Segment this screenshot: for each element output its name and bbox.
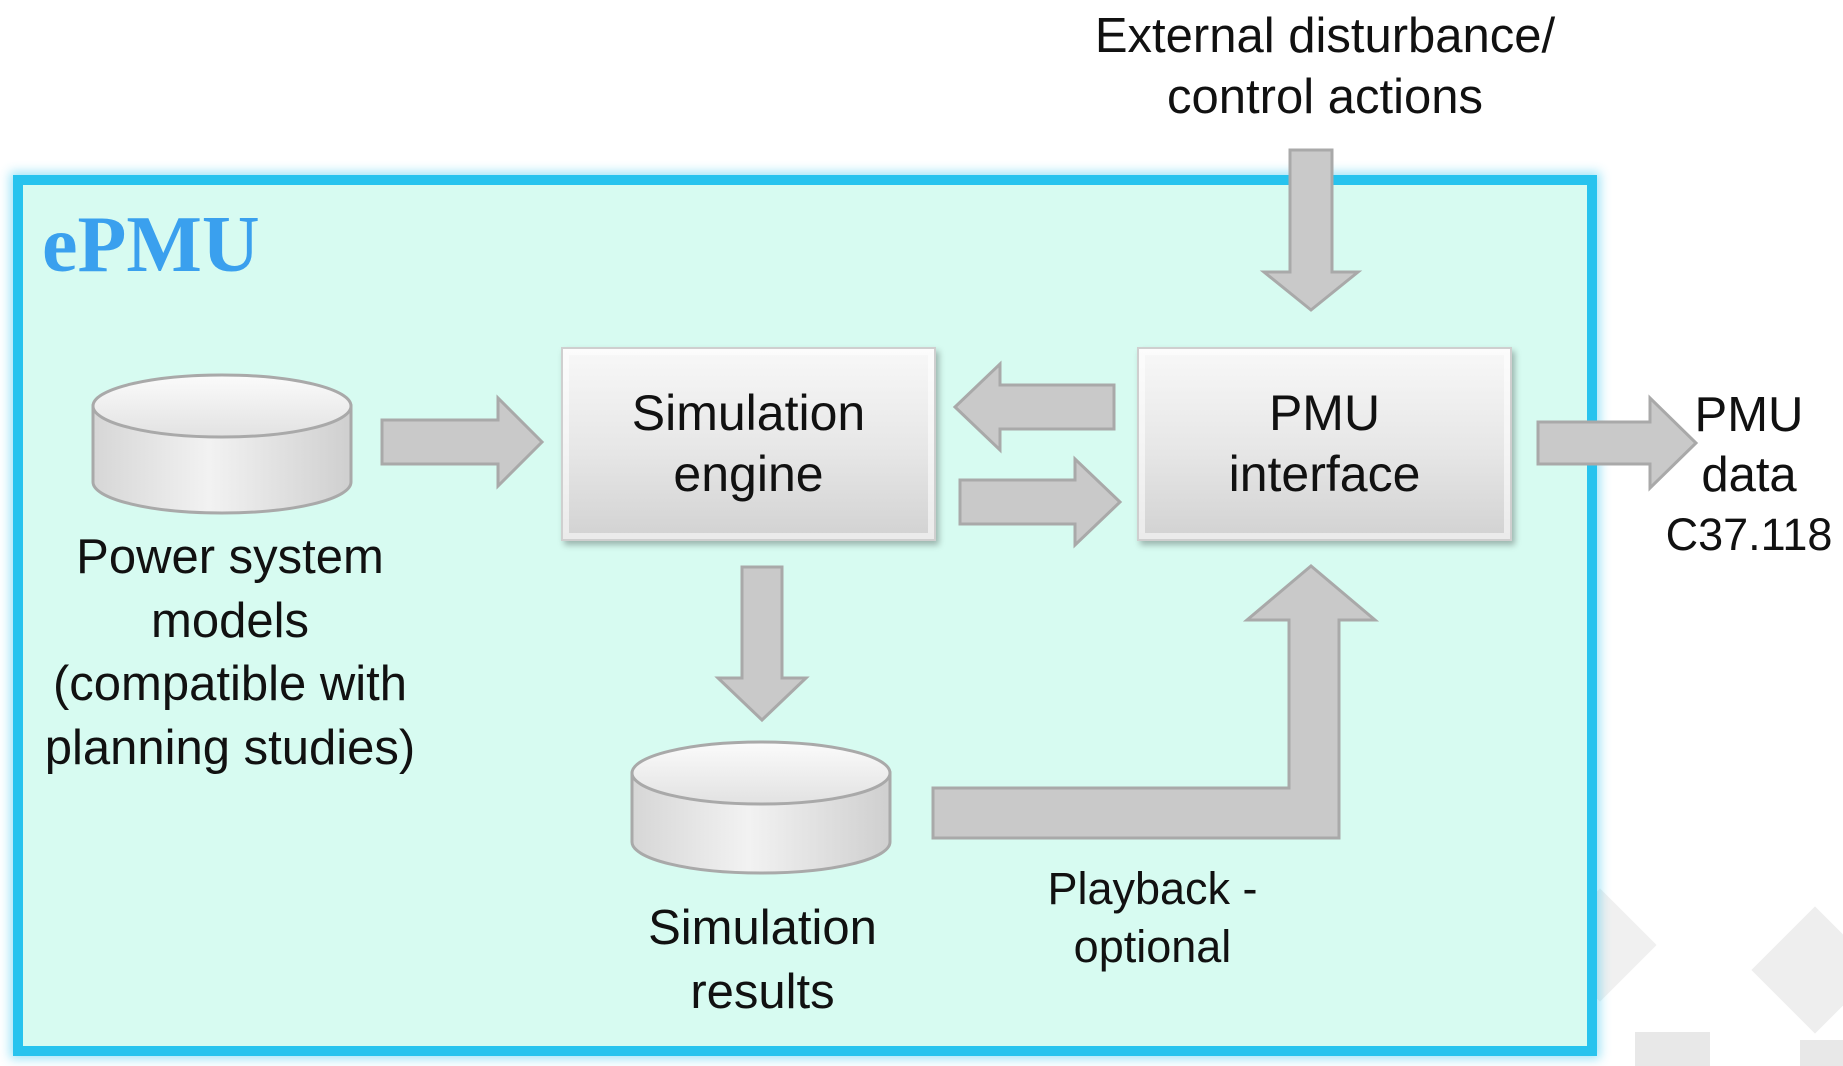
simulation-engine-label-line1: Simulation (631, 385, 866, 441)
models-line4: planning studies) (44, 721, 416, 776)
external-input-line1: External disturbance/ (1094, 9, 1556, 63)
simulation-engine-block: Simulation engine (561, 347, 936, 541)
output-protocol: C37.118 (1665, 508, 1833, 560)
models-line1: Power system (76, 530, 384, 584)
external-input-label: External disturbance/ control actions (1040, 6, 1610, 129)
epmu-title: ePMU (42, 201, 260, 289)
simulation-engine-label-line2: engine (673, 446, 824, 502)
playback-line2: optional (1073, 920, 1232, 972)
decor-square (1800, 1040, 1843, 1066)
pmu-interface-label-line2: interface (1228, 446, 1421, 502)
playback-label: Playback - optional (1000, 860, 1305, 975)
arrow-engine-to-interface (958, 455, 1123, 549)
database-icon (91, 373, 353, 515)
arrow-engine-to-results (714, 565, 810, 723)
output-line1: PMU (1694, 388, 1804, 442)
results-line1: Simulation (648, 901, 877, 955)
decor-diamond (1751, 906, 1843, 1034)
pmu-interface-label-line1: PMU (1268, 385, 1381, 441)
external-input-line2: control actions (1167, 70, 1483, 125)
database-icon (630, 740, 892, 875)
arrow-interface-to-engine (952, 360, 1116, 454)
pmu-data-output-label: PMU data C37.118 (1655, 386, 1843, 562)
power-system-models-label: Power system models (compatible with pla… (20, 526, 440, 781)
arrow-models-to-engine (380, 394, 545, 490)
decor-square (1635, 1032, 1710, 1066)
models-line2: models (151, 593, 309, 648)
arrow-external-to-pmu-interface (1259, 148, 1363, 312)
models-line3: (compatible with (52, 657, 408, 712)
pmu-interface-block: PMU interface (1137, 347, 1512, 541)
simulation-results-label: Simulation results (585, 897, 940, 1024)
playback-line1: Playback - (1047, 863, 1258, 914)
results-line2: results (690, 964, 835, 1019)
arrow-playback-to-interface (931, 564, 1380, 840)
arrow-interface-to-output (1536, 394, 1699, 492)
output-line2: data (1701, 447, 1797, 502)
